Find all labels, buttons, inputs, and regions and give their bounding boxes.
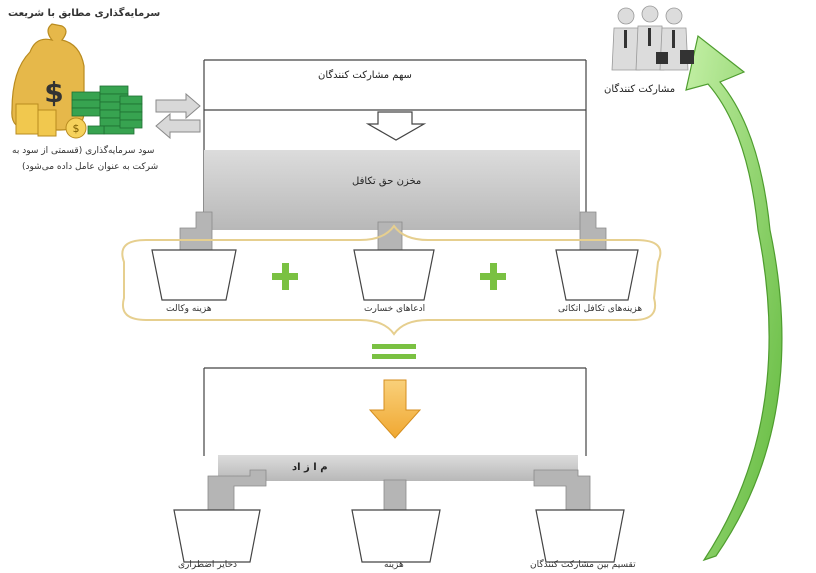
money-bag-icon: $ $ <box>11 23 143 139</box>
investment-note-line2: شرکت به عنوان عامل داده می‌شود) <box>22 162 159 172</box>
outflow-label-left: هزینه وکالت <box>166 304 212 314</box>
orange-down-arrow <box>368 379 422 439</box>
down-arrow-white <box>365 111 427 141</box>
outflow-label-right: هزینه‌های تکافل اتکائی <box>558 304 643 314</box>
outflow-label-middle: ادعاهای خسارت <box>364 304 426 314</box>
svg-text:$: $ <box>73 122 80 135</box>
participants-label: مشارکت کنندگان <box>604 84 676 95</box>
distribution-label-right: تقسیم بین مشارکت کنندگان <box>530 560 636 570</box>
top-left-title: سرمایه‌گذاری مطابق با شریعت <box>8 8 161 19</box>
distribution-containers <box>173 509 625 563</box>
curly-brace <box>121 224 662 336</box>
exchange-arrows <box>155 92 201 140</box>
plus-signs <box>272 263 506 290</box>
surplus-box <box>203 367 587 456</box>
distribution-label-left: ذخایر اضطراری <box>178 560 238 570</box>
equals-sign <box>372 344 416 359</box>
return-arrow <box>685 34 783 562</box>
contribution-label: سهم مشارکت کنندگان <box>318 70 412 81</box>
takaful-fund-label: مخزن حق تکافل <box>352 176 422 187</box>
investment-note-line1: سود سرمایه‌گذاری (قسمتی از سود به <box>12 146 155 156</box>
surplus-label: م ا ز اد <box>292 462 328 473</box>
surplus-band <box>218 455 578 481</box>
business-people-icon <box>611 5 694 71</box>
distribution-label-middle: هزینه <box>384 560 404 570</box>
svg-text:$: $ <box>44 76 63 109</box>
outflow-containers <box>151 249 639 301</box>
takaful-fund-band <box>204 150 580 230</box>
